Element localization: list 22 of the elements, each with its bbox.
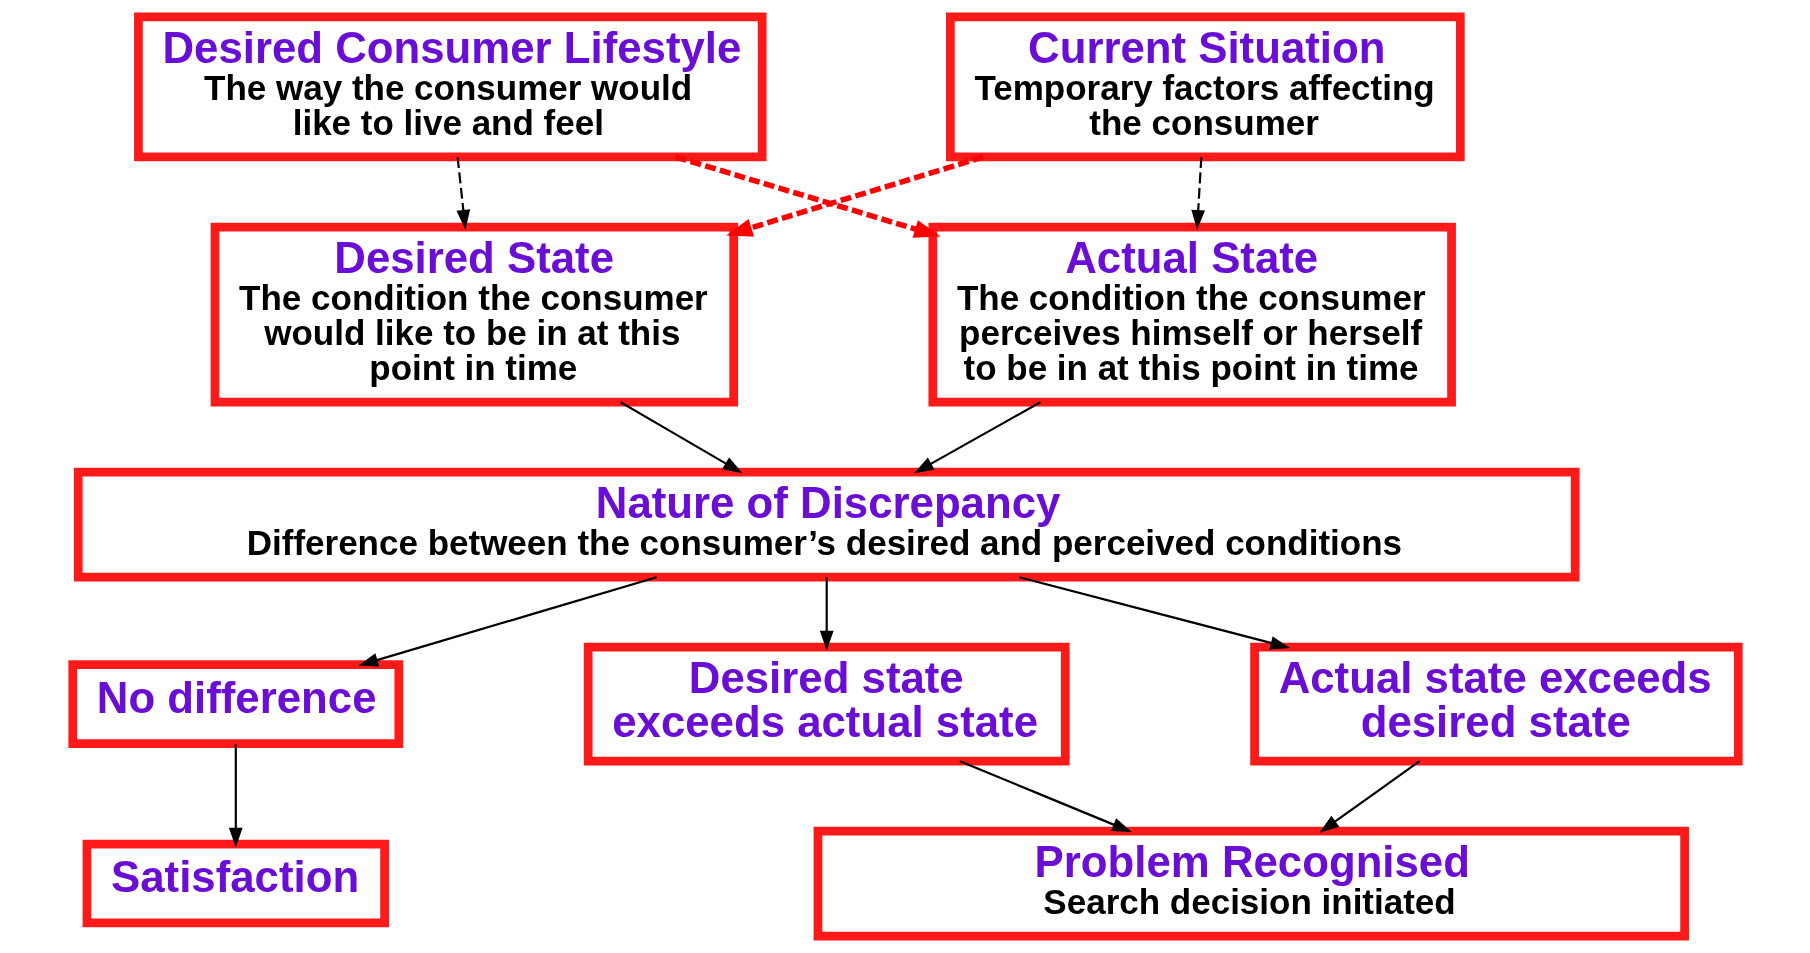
arrow xyxy=(958,760,1132,833)
node-box: Satisfaction xyxy=(82,839,389,928)
node-box: Actual state exceeds desired state xyxy=(1249,642,1743,766)
node-box: Desired Consumer Lifestyle The way the consumer would like to live and feel xyxy=(133,12,767,162)
node-box: Desired State The condition the consumer would like to be in at this point in time xyxy=(210,222,738,407)
arrow xyxy=(1190,157,1205,230)
node-box: No difference xyxy=(67,660,403,748)
node-box: Problem Recognised Search decision initiated xyxy=(813,826,1689,941)
node-box: Current Situation Temporary factors affecting the consumer xyxy=(945,12,1465,162)
arrow xyxy=(619,401,743,474)
node-box: Nature of Discrepancy Difference between the consumer’s desired and perceived conditions xyxy=(73,467,1580,582)
arrow xyxy=(357,576,657,667)
arrow xyxy=(228,744,243,848)
arrow xyxy=(1018,576,1290,650)
node-box: Actual State The condition the consumer perceives himself or herself to be in at this point in time xyxy=(928,222,1456,407)
arrow xyxy=(674,154,940,238)
arrow xyxy=(913,401,1041,474)
arrow xyxy=(819,577,834,651)
node-box: Desired state exceeds actual state xyxy=(583,642,1070,766)
arrow xyxy=(725,154,984,237)
arrow xyxy=(455,157,470,230)
arrow xyxy=(1318,760,1420,833)
